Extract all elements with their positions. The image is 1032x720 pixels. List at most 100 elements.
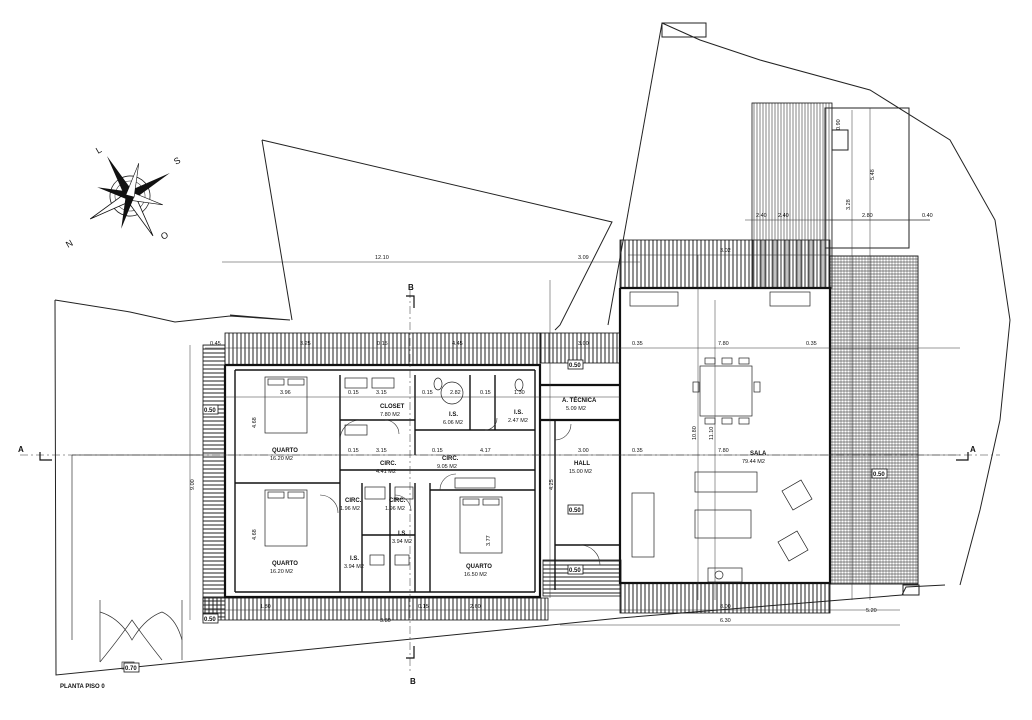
dimension-label: 2.60 [470, 604, 481, 610]
section-label-a-left: A [18, 445, 24, 454]
exterior-walls [223, 286, 832, 599]
section-label-b-bottom: B [410, 677, 416, 686]
dimension-label: 3.80 [380, 618, 391, 624]
dimension-label: 2.40 [756, 213, 767, 219]
room-area-is-1: 6.06 M2 [443, 420, 463, 426]
dimension-label: 4.25 [549, 479, 555, 490]
compass-label-s: S [172, 155, 182, 167]
room-name-is-1: I.S. [449, 412, 458, 418]
dimension-label: 0.90 [836, 119, 842, 130]
room-name-is-3: I.S. [398, 531, 407, 537]
dimension-label: 3.15 [376, 448, 387, 454]
dimension-label: 11.10 [709, 427, 715, 440]
room-name-sala: SALA [750, 451, 767, 457]
dimension-label: 8.00 [720, 604, 731, 610]
room-name-is-2: I.S. [514, 410, 523, 416]
room-area-hall: 15.00 M2 [569, 469, 592, 475]
dimension-label: 0.15 [377, 341, 388, 347]
room-name-closet: CLOSET [380, 404, 405, 410]
dimension-label: 3.15 [376, 390, 387, 396]
dimension-label: 0.35 [806, 341, 817, 347]
dimension-label: 0.45 [210, 341, 221, 347]
level-tag: 0.50 [204, 617, 216, 623]
room-name-hall: HALL [574, 461, 590, 467]
room-name-quarto-3: QUARTO [466, 564, 492, 570]
room-name-circ-2: CIRC. [442, 456, 459, 462]
dimension-label: 3.96 [280, 390, 291, 396]
room-name-quarto-2: QUARTO [272, 561, 298, 567]
room-area-sala: 79.44 M2 [742, 459, 765, 465]
room-name-quarto-1: QUARTO [272, 448, 298, 454]
level-tag: 0.50 [569, 508, 581, 514]
drawing-title: PLANTA PISO 0 [60, 684, 105, 690]
door-swings [319, 417, 601, 566]
dimension-label: 5.48 [870, 169, 876, 180]
garden-area [71, 454, 200, 670]
level-tag: 0.50 [569, 568, 581, 574]
dimension-label: 0.15 [418, 604, 429, 610]
room-area-circ-4: 1.96 M2 [385, 506, 405, 512]
room-area-circ-3: 1.96 M2 [340, 506, 360, 512]
dimension-label: 6.30 [720, 618, 731, 624]
room-area-circ-2: 9.05 M2 [437, 464, 457, 470]
level-tag: 0.70 [125, 666, 137, 672]
room-area-quarto-2: 16.20 M2 [270, 569, 293, 575]
furniture [264, 291, 813, 583]
roof-overhangs [202, 102, 919, 621]
room-area-circ-1: 4.41 M2 [376, 469, 396, 475]
room-name-circ-4: CIRC. [389, 498, 406, 504]
dimension-label: 0.15 [348, 448, 359, 454]
dimension-label: 10.80 [692, 426, 698, 440]
dimension-label: 3.28 [846, 199, 852, 210]
dimension-label: 9.00 [190, 479, 196, 490]
room-name-circ-3: CIRC. [345, 498, 362, 504]
dimension-label: 1.80 [260, 604, 271, 610]
level-tag: 0.50 [569, 363, 581, 369]
room-area-is-3: 3.94 M2 [392, 539, 412, 545]
compass-rose [89, 156, 170, 237]
dimension-label: 3.25 [300, 341, 311, 347]
site-boundary [54, 22, 1011, 676]
dimension-label: 0.35 [632, 341, 643, 347]
dimension-label: 3.02 [720, 248, 731, 254]
level-tag: 0.50 [204, 408, 216, 414]
compass-label-o: O [159, 230, 170, 242]
dimension-label: 0.15 [348, 390, 359, 396]
dimension-label: 3.77 [486, 535, 492, 546]
section-label-b-top: B [408, 283, 414, 292]
dimension-label: 3.09 [578, 255, 589, 261]
interior-walls [234, 369, 620, 593]
room-area-closet: 7.80 M2 [380, 412, 400, 418]
dimension-label: 4.17 [480, 448, 491, 454]
room-area-quarto-1: 16.20 M2 [270, 456, 293, 462]
room-name-tecnica: A. TÉCNICA [562, 396, 597, 404]
dimension-label: 7.80 [718, 341, 729, 347]
dimension-lines [20, 108, 1000, 672]
dimension-label: 0.15 [432, 448, 443, 454]
dimension-label: 4.68 [252, 417, 258, 428]
dimension-label: 2.82 [450, 390, 461, 396]
level-tag: 0.50 [873, 472, 885, 478]
section-markers [39, 295, 969, 659]
section-label-a-right: A [970, 445, 976, 454]
room-name-circ-1: CIRC. [380, 461, 397, 467]
dimension-label: 7.80 [718, 448, 729, 454]
dimension-label: 3.00 [578, 341, 589, 347]
room-area-quarto-3: 16.50 M2 [464, 572, 487, 578]
dimension-label: 2.40 [778, 213, 789, 219]
dimension-label: 0.15 [422, 390, 433, 396]
dimension-label: 0.40 [922, 213, 933, 219]
dimension-label: 1.30 [514, 390, 525, 396]
dimension-label: 3.00 [578, 448, 589, 454]
level-tag-boxes [123, 359, 888, 673]
dimension-label: 0.35 [632, 448, 643, 454]
room-name-is-4: I.S. [350, 556, 359, 562]
dimension-label: 12.10 [375, 255, 389, 261]
dimension-label: 2.80 [862, 213, 873, 219]
compass-label-n: N [64, 238, 75, 250]
room-area-is-2: 2.47 M2 [508, 418, 528, 424]
dimension-label: 0.15 [480, 390, 491, 396]
dimension-label: 4.68 [252, 529, 258, 540]
dimension-label: 5.20 [866, 608, 877, 614]
